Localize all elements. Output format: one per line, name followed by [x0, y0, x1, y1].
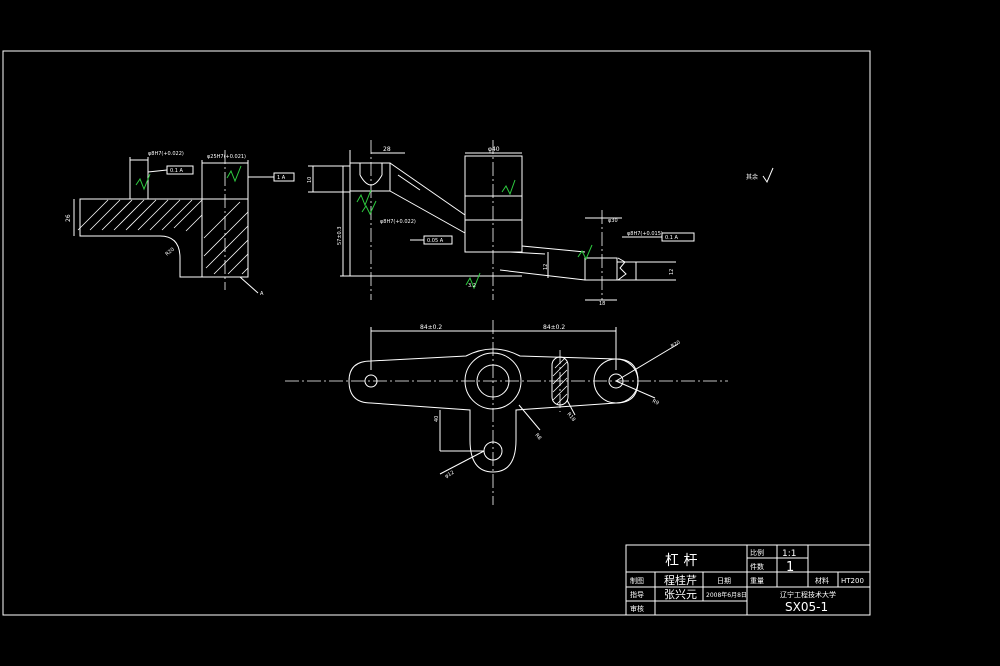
plan-dim-r18: R18 [565, 411, 576, 422]
part-name: 杠 杆 [665, 553, 697, 569]
front-dim-10: 10 [307, 177, 313, 183]
drawing-frame [2, 50, 871, 616]
plan-dim-40: 40 [434, 416, 440, 422]
drawn-name: 程桂芹 [664, 573, 697, 587]
front-dim-12b: 12 [543, 264, 549, 270]
qty-label: 件数 [750, 562, 764, 571]
front-roughness-3-2: 3.2 [468, 283, 476, 289]
plan-dim-r20: R20 [670, 340, 682, 350]
drawing-number: SX05-1 [785, 600, 828, 614]
front-dim-mid-hole: φ8H7(+0.015) [627, 231, 663, 237]
left-section-view: φ8H7(+0.022) φ25H7(+0.021) 0.1 A 1 A 26 … [65, 150, 295, 297]
material-value: HT200 [841, 577, 864, 585]
plan-dim-84-left: 84±0.2 [420, 324, 442, 331]
front-dim-57: 57±0.3 [337, 226, 343, 245]
scale-label: 比例 [750, 548, 764, 557]
surface-note: 其余 [746, 167, 774, 184]
review-label: 指导 [630, 590, 644, 599]
school-name: 辽宁工程技术大学 [780, 590, 836, 599]
plan-dim-84-right: 84±0.2 [543, 324, 565, 331]
front-dim-12: 12 [669, 269, 675, 275]
left-tol-frame-1: 0.1 A [170, 168, 184, 174]
front-tol-frame: 0.05 A [427, 238, 444, 244]
surface-note-label: 其余 [746, 173, 758, 181]
date-label: 日期 [717, 577, 731, 585]
left-dim-d2: φ25H7(+0.021) [207, 154, 246, 160]
review-name: 张兴元 [664, 588, 697, 601]
material-label: 材料 [815, 576, 829, 585]
front-dim-d40: φ40 [488, 146, 500, 153]
review-date: 2008年6月8日 [706, 591, 747, 599]
left-datum-a: A [260, 291, 264, 297]
front-dim-28: 28 [383, 146, 391, 153]
left-dim-d1: φ8H7(+0.022) [148, 151, 184, 157]
front-dim-d30: φ30 [608, 218, 618, 224]
left-dim-26: 26 [65, 214, 72, 222]
weight-label: 重量 [750, 577, 764, 585]
scale-value: 1:1 [782, 549, 796, 559]
approve-label: 审核 [630, 604, 644, 613]
title-block: 杠 杆 比例 1:1 件数 1 重量 材料 HT200 制图 程桂芹 日期 指导… [625, 544, 871, 616]
drawn-label: 制图 [630, 576, 644, 585]
qty-value: 1 [786, 560, 794, 575]
front-view: 28 φ40 10 57±0.3 φ8H7(+0.022) 0.05 A φ30… [307, 140, 695, 307]
front-tol-frame-right: 0.1 A [665, 235, 679, 241]
left-dim-r20: R20 [164, 247, 175, 258]
left-hatch [77, 199, 249, 275]
plan-dim-r9: R9 [651, 398, 660, 406]
plan-dim-d12: φ12 [444, 470, 455, 480]
front-dim-18: 18 [599, 301, 605, 307]
front-dim-hole: φ8H7(+0.022) [380, 219, 416, 225]
plan-view: 84±0.2 84±0.2 R20 R9 R8 R18 40 φ12 [285, 320, 728, 505]
left-tol-frame-2: 1 A [277, 175, 286, 181]
plan-dim-r8: R8 [533, 432, 542, 441]
